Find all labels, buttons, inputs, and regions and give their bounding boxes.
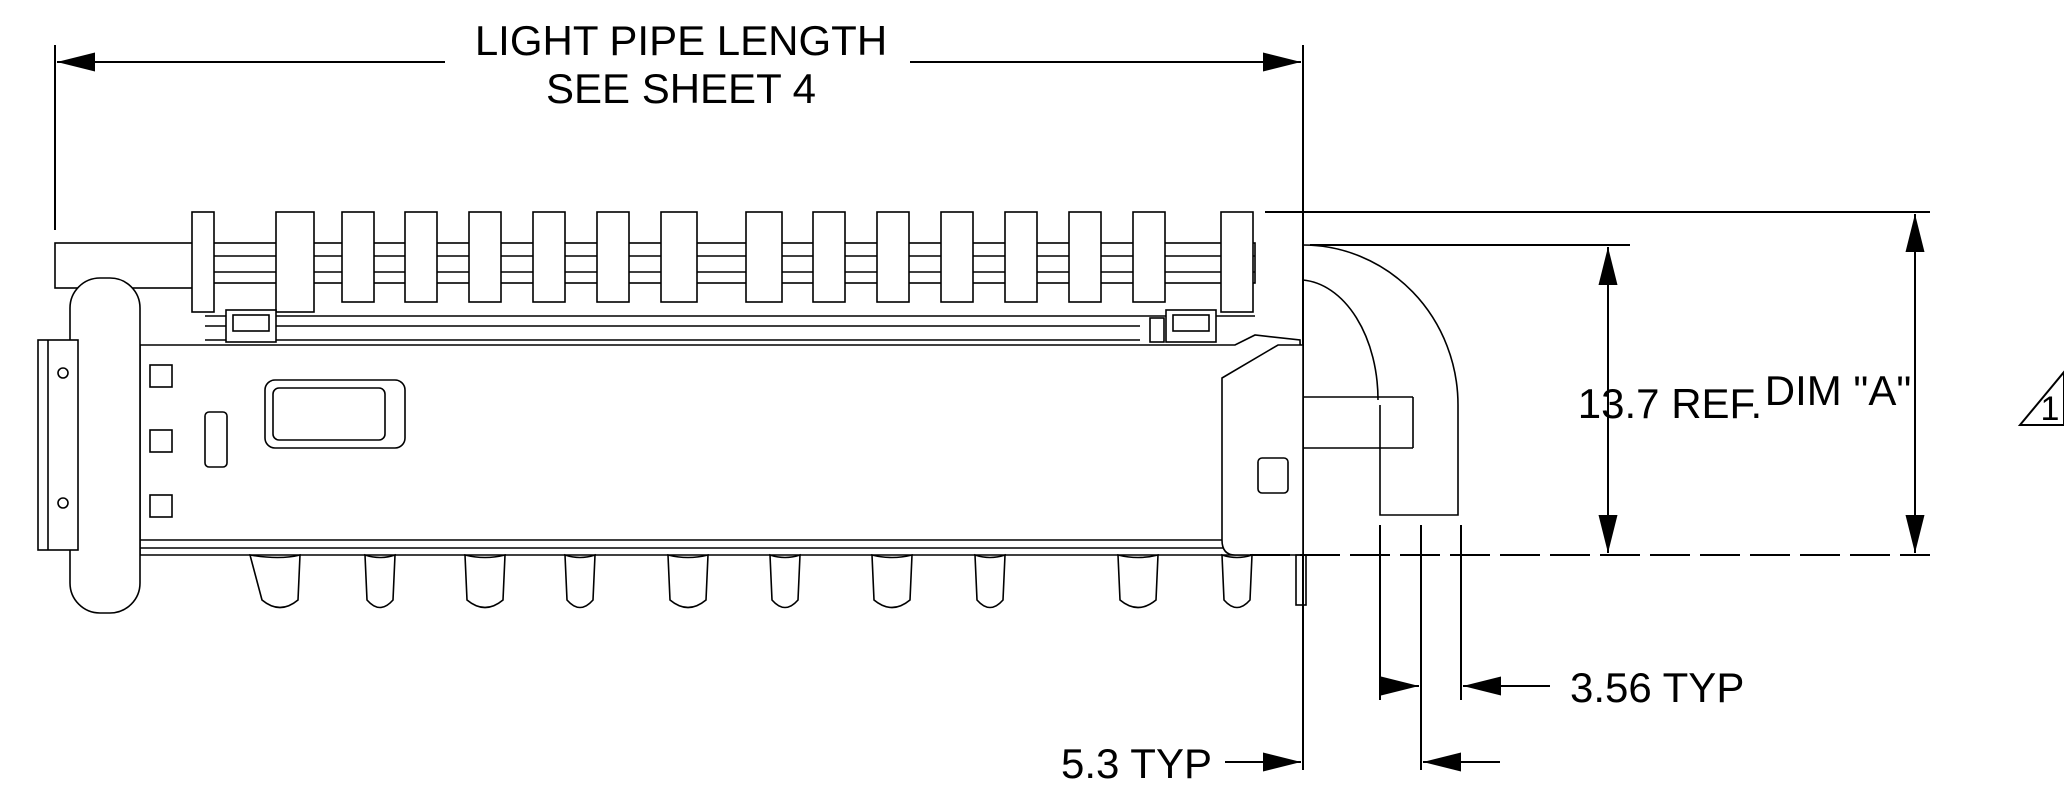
light-pipe-fins [191,211,1254,313]
revision-triangle: 1 [2017,370,2064,428]
height-dimensions [1250,211,1930,556]
ref-height-label: 13.7 REF. [1578,380,1762,427]
light-pipe-assembly [37,211,1459,614]
revision-flag-label: 1 [2041,390,2060,428]
offset-label: 5.3 TYP [1061,740,1212,787]
mounting-tabs [248,553,1253,609]
pitch-dimensions [1225,525,1550,772]
light-pipe-length-label: LIGHT PIPE LENGTH [475,17,887,64]
see-sheet-label: SEE SHEET 4 [546,65,816,112]
dim-a-label: DIM "A" [1765,367,1912,414]
pitch-label: 3.56 TYP [1570,664,1744,711]
